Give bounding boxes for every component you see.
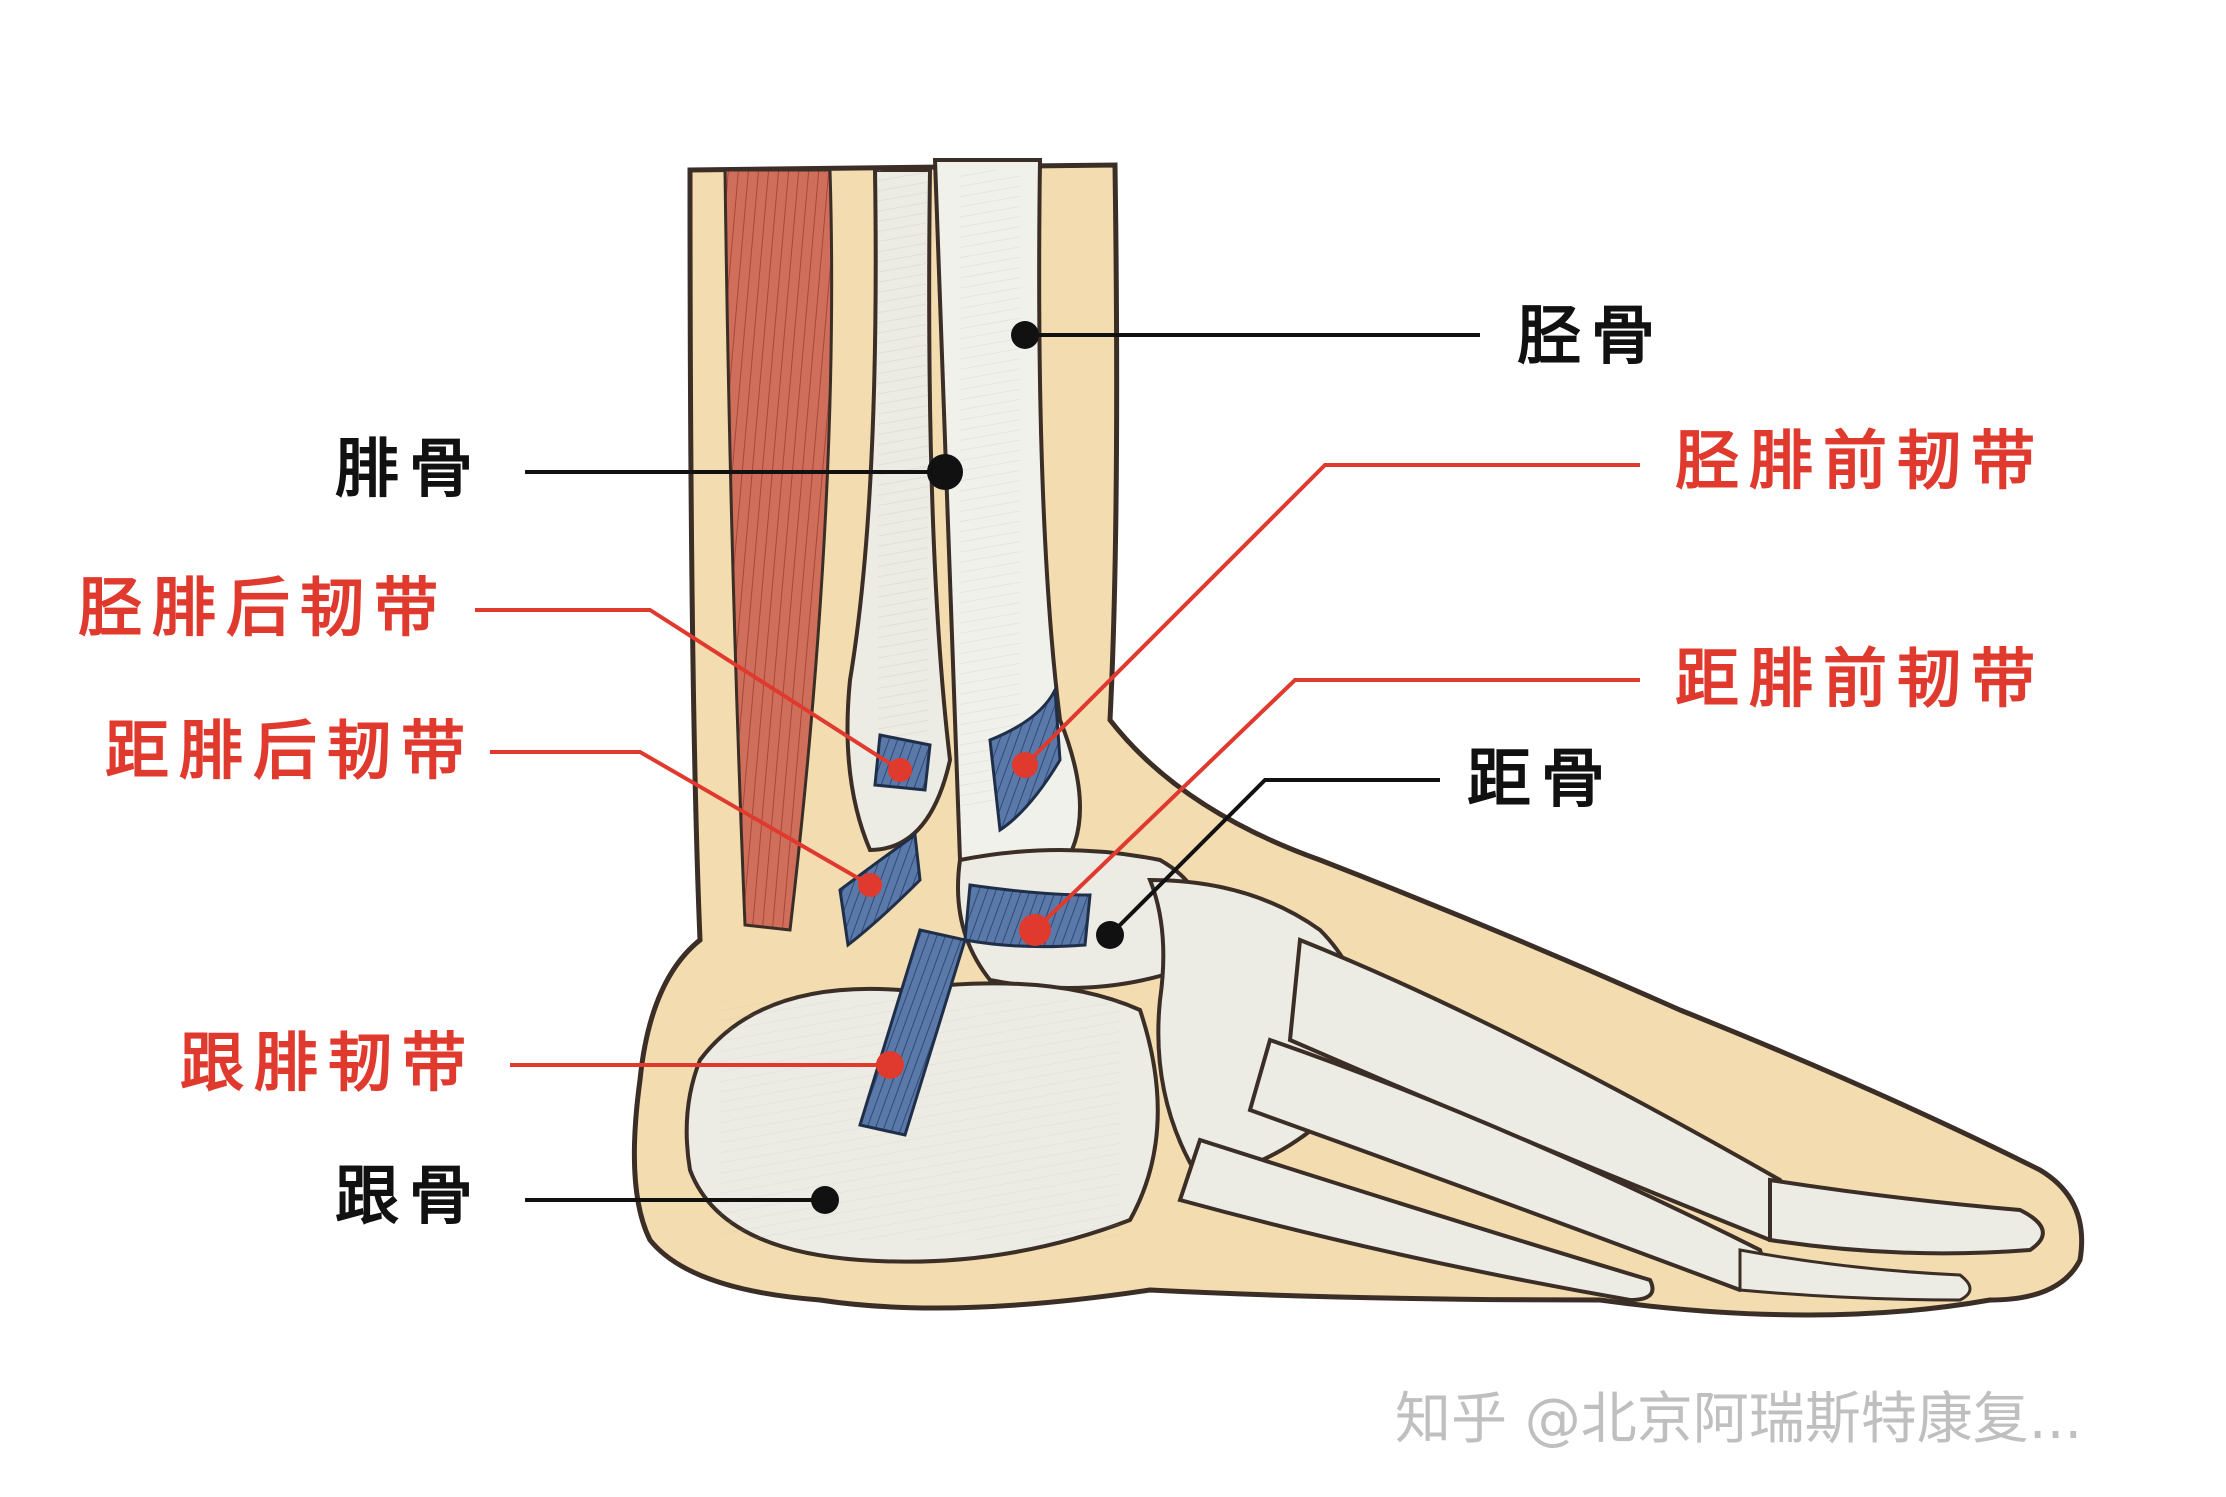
calcaneus-label: 跟骨 (335, 1160, 483, 1234)
metatarsal-3 (1177, 1137, 1655, 1303)
calcaneofibular-ligament-label: 跟腓韧带 (180, 1027, 476, 1101)
leader-lines-red (475, 463, 1640, 1067)
watermark-text: 知乎 @北京阿瑞斯特康复... (1395, 1387, 2083, 1452)
leader-dots-black (811, 321, 1124, 1214)
posterior-tibiofibular-ligament-label: 胫腓后韧带 (78, 572, 448, 646)
leader-dots-red (858, 752, 1051, 1079)
fibula-label: 腓骨 (335, 433, 483, 507)
anterior-talofibular-ligament-label: 距腓前韧带 (1675, 643, 2045, 717)
posterior-talofibular-ligament-label: 距腓后韧带 (105, 715, 475, 789)
talus-label: 距骨 (1467, 743, 1615, 817)
toe-phalanges (1768, 1177, 2045, 1256)
tibia-label: 胫骨 (1517, 300, 1665, 374)
achilles-muscle (723, 168, 834, 932)
anterior-talofibular-ligament-band (963, 883, 1092, 949)
leader-lines-black (525, 333, 1480, 1202)
anterior-tibiofibular-ligament-label: 胫腓前韧带 (1675, 425, 2045, 499)
